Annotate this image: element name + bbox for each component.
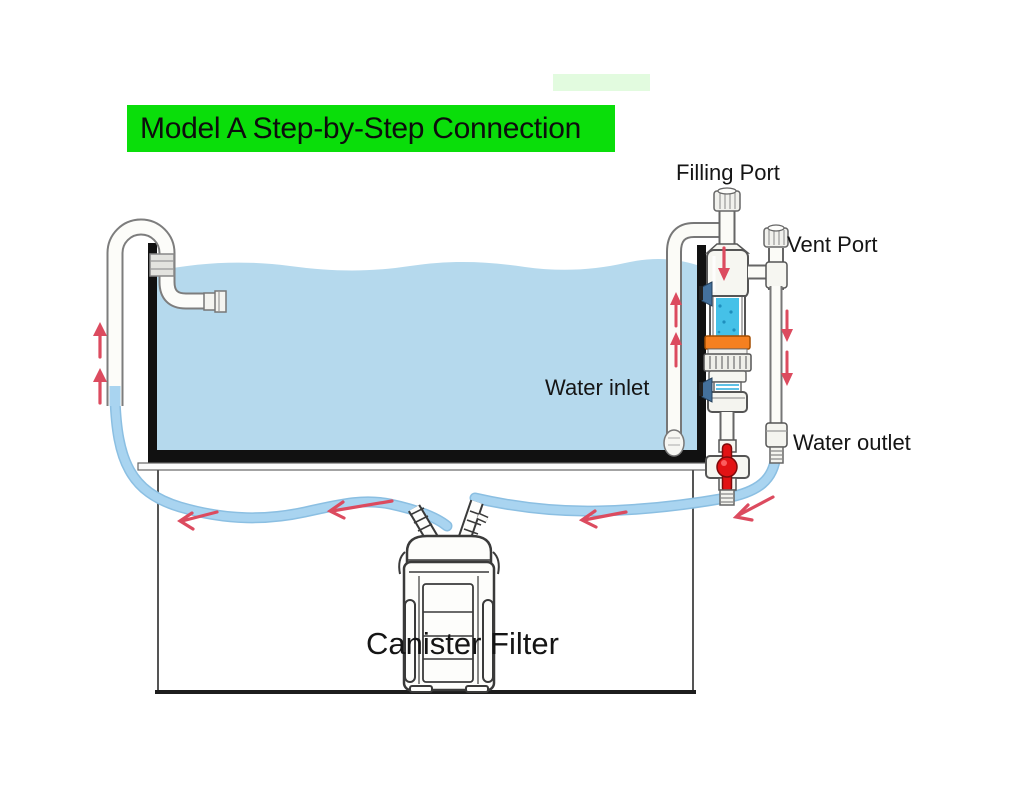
vent-port-label: Vent Port	[787, 232, 878, 257]
prefilter-sight-glass	[709, 295, 746, 339]
canister-left-nozzle	[407, 504, 440, 544]
filling-port-label: Filling Port	[676, 160, 780, 185]
valve-ball	[716, 456, 738, 478]
return-nozzle	[203, 290, 227, 313]
canister-right-nozzle	[457, 499, 489, 543]
tank-water	[157, 258, 697, 450]
tank-left-wall	[148, 243, 157, 463]
water-outlet-pipe	[765, 286, 788, 464]
inlet-strainer-tip	[663, 429, 685, 457]
water-inlet-pipe	[663, 222, 722, 457]
canister-filter-label: Canister Filter	[366, 626, 559, 661]
vent-outlet-pipes	[748, 224, 789, 464]
tank-trim	[137, 462, 717, 471]
canister-filter-unit	[398, 499, 500, 693]
diagram-title: Model A Step-by-Step Connection	[127, 105, 615, 152]
diagram-title-text: Model A Step-by-Step Connection	[140, 111, 581, 145]
water-inlet-label: Water inlet	[545, 375, 650, 400]
water-outlet-label: Water outlet	[793, 430, 911, 455]
valve-barb	[719, 489, 735, 506]
prefilter-unit	[703, 187, 752, 506]
orange-ring	[704, 335, 751, 350]
shutoff-valve	[705, 439, 750, 493]
pipe-bracket	[149, 253, 175, 277]
tank-bottom	[148, 450, 706, 463]
flow-hose-inlet	[469, 448, 782, 517]
return-outflow-pipe	[106, 218, 227, 406]
flow-hose-return	[109, 392, 453, 532]
vent-port-cap	[763, 224, 789, 248]
aquarium-tank	[137, 243, 717, 471]
coupling-nut	[703, 353, 752, 372]
filling-port-cap	[713, 187, 741, 212]
highlight-smudge	[553, 74, 650, 91]
tank-right-wall	[697, 245, 706, 463]
flow-arrows	[93, 246, 793, 531]
union-fitting	[713, 381, 742, 393]
wall-mount-clips	[699, 281, 713, 403]
